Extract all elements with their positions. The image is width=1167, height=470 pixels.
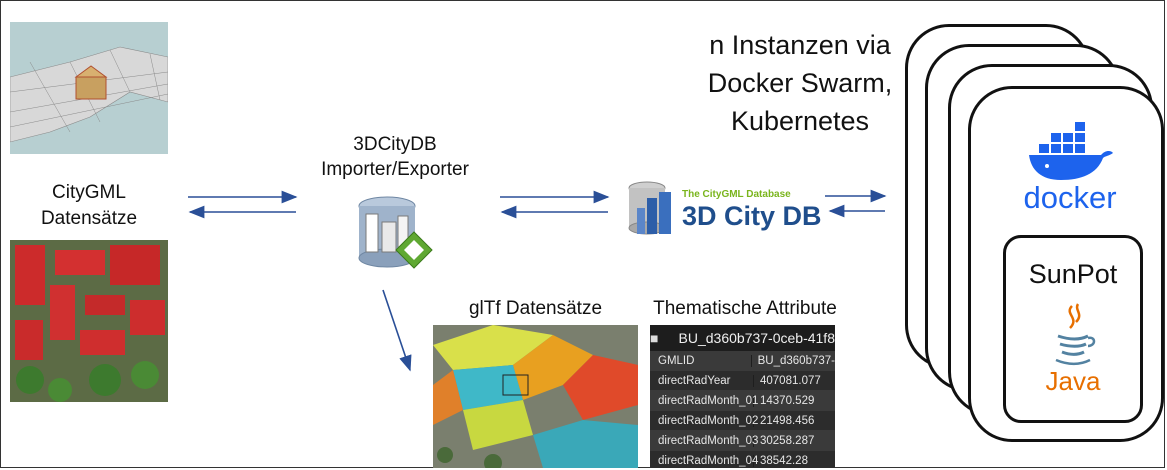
importer-label-line1: 3DCityDB (353, 134, 437, 155)
attributes-header-text: BU_d360b737-0ceb-41f8 (678, 330, 835, 346)
attr-value: 21498.456 (760, 414, 815, 427)
attr-value: 30258.287 (760, 434, 815, 447)
gltf-label: glTf Datensätze (468, 298, 603, 319)
citygml-label-line2: Datensätze (40, 208, 138, 229)
attr-key: directRadMonth_02 (650, 414, 758, 427)
attr-key: GMLID (650, 354, 752, 367)
attributes-table: ■ BU_d360b737-0ceb-41f8 GMLID BU_d360b73… (650, 325, 835, 468)
table-row: GMLID BU_d360b737- (650, 351, 835, 371)
camera-icon: ■ (650, 330, 659, 346)
attr-key: directRadMonth_03 (650, 434, 758, 447)
citydb-tagline: The CityGML Database (682, 189, 791, 200)
table-row: directRadMonth_02 21498.456 (650, 411, 835, 431)
instances-line3: Kubernetes (730, 106, 870, 136)
attr-value: BU_d360b737- (757, 354, 835, 367)
sunpot-title: SunPot (1028, 259, 1118, 289)
attr-key: directRadYear (650, 374, 754, 387)
instances-line2: Docker Swarm, (707, 68, 893, 98)
citygml-label-line1: CityGML (52, 182, 126, 203)
attributes-table-header: ■ BU_d360b737-0ceb-41f8 (650, 325, 835, 351)
docker-wordmark: docker (1023, 180, 1117, 215)
citydb-name: 3D City DB (682, 201, 822, 231)
attributes-label: Thematische Attribute (653, 298, 837, 319)
table-row: directRadYear 407081.077 (650, 371, 835, 391)
table-row: directRadMonth_01 14370.529 (650, 391, 835, 411)
citygml-city-image (10, 240, 168, 402)
gltf-solar-image (433, 325, 638, 468)
attr-key: directRadMonth_01 (650, 394, 758, 407)
sunpot-box (1003, 235, 1143, 423)
java-cup-icon (1050, 302, 1096, 366)
instances-line1: n Instanzen via (709, 30, 891, 60)
attr-value: 38542.28 (760, 454, 808, 467)
citygml-wireframe-image (10, 22, 168, 154)
docker-whale-icon (1025, 122, 1115, 182)
attr-value: 14370.529 (760, 394, 815, 407)
importer-label-line2: Importer/Exporter (321, 159, 469, 180)
attr-value: 407081.077 (760, 374, 821, 387)
table-row: directRadMonth_03 30258.287 (650, 431, 835, 451)
attr-key: directRadMonth_04 (650, 454, 758, 467)
importer-exporter-icon (352, 192, 442, 274)
java-wordmark: Java (1045, 366, 1101, 396)
citydb-database-icon (625, 178, 677, 238)
table-row: directRadMonth_04 38542.28 (650, 451, 835, 468)
